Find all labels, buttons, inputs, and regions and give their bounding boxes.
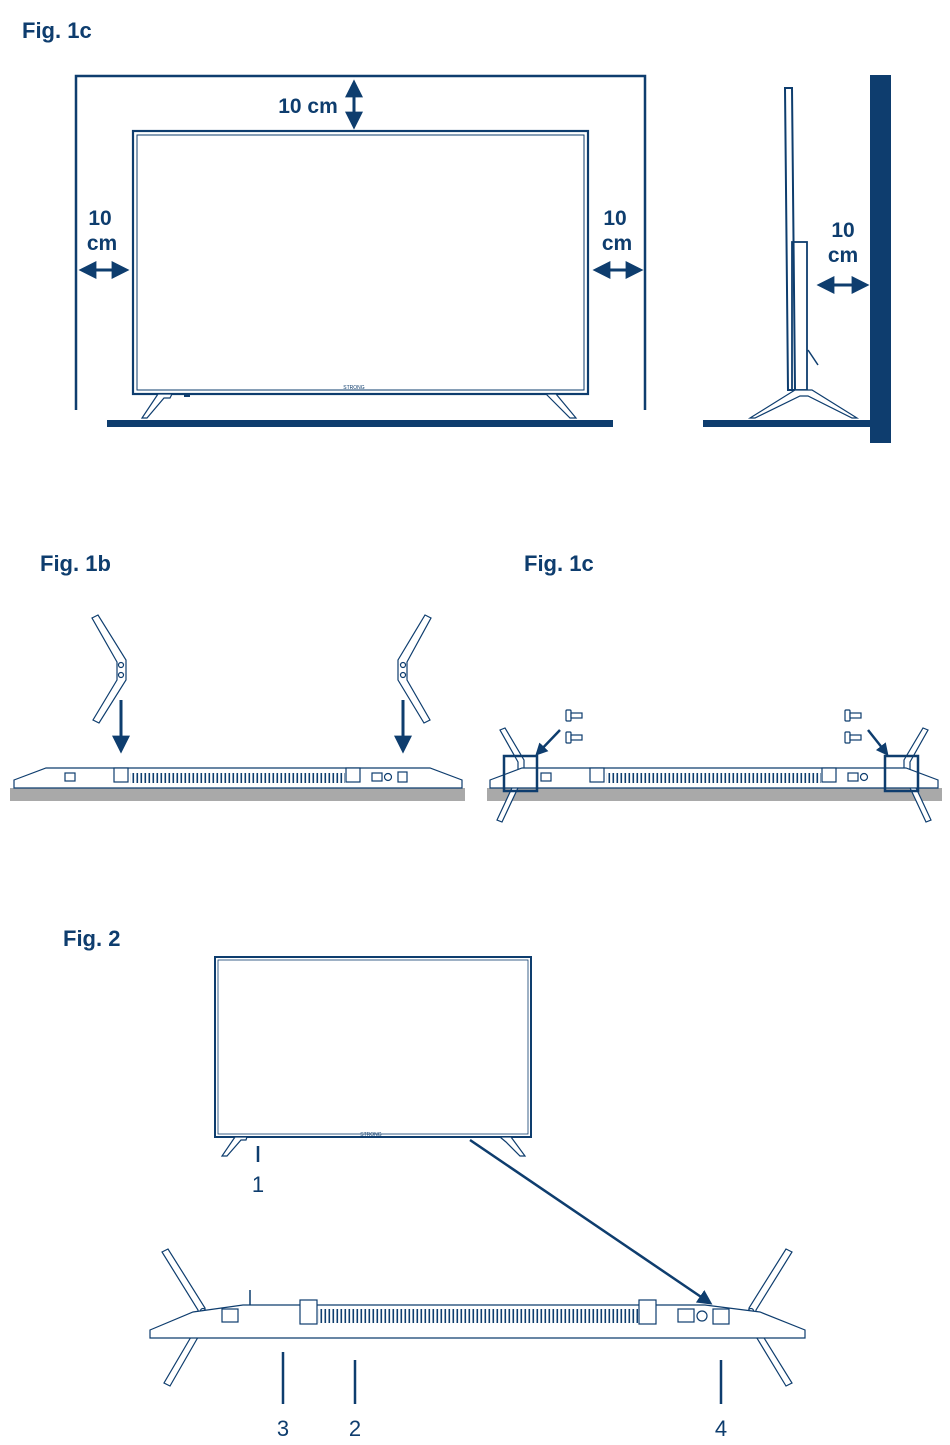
floor-line: [107, 420, 613, 427]
tv-front-small: STRONG: [215, 957, 531, 1156]
fig-stand-insert: Fig. 1b: [10, 551, 465, 801]
fig-connections: Fig. 2 STRONG 1: [63, 926, 805, 1441]
screws-right: [845, 710, 861, 743]
zoom-arrow: [470, 1140, 710, 1303]
side-floor-line: [703, 420, 873, 427]
screws-left: [566, 710, 582, 743]
callout-1: 1: [252, 1172, 264, 1197]
dim-left-value: 10: [88, 207, 111, 230]
svg-text:STRONG: STRONG: [360, 1132, 382, 1138]
tv-back-1c: [490, 768, 938, 788]
tv-back-1b: [14, 768, 462, 788]
fig-clearance-label: Fig. 1c: [22, 18, 92, 43]
left-foot: [142, 394, 172, 418]
table-surface-2: [487, 788, 942, 801]
dim-right-unit: cm: [602, 232, 632, 255]
fig-stand-screw-label: Fig. 1c: [524, 551, 594, 576]
dim-left-unit: cm: [87, 232, 117, 255]
fig-clearance: Fig. 1c STRONG 10 cm 10 cm 10 cm: [22, 18, 891, 443]
callout-4: 4: [715, 1416, 727, 1441]
screw-arrow-right: [868, 730, 887, 754]
tv-side-view: [703, 75, 891, 443]
fig-stand-screw: Fig. 1c: [487, 551, 942, 822]
dim-side-value: 10: [831, 219, 854, 242]
callout-2: 2: [349, 1416, 361, 1441]
dim-top-text: 10 cm: [278, 95, 338, 118]
tv-back-large: [150, 1249, 805, 1386]
callout-3: 3: [277, 1416, 289, 1441]
screw-arrow-left: [537, 730, 560, 754]
table-surface: [10, 788, 465, 801]
fig-connections-label: Fig. 2: [63, 926, 120, 951]
right-foot: [546, 394, 576, 418]
wall: [870, 75, 891, 443]
port-box: [713, 1309, 729, 1324]
clearance-frame: [76, 76, 645, 410]
dim-side-unit: cm: [828, 244, 858, 267]
brand-logo: STRONG: [343, 385, 365, 391]
dim-right-value: 10: [603, 207, 626, 230]
fig-stand-insert-label: Fig. 1b: [40, 551, 111, 576]
tv-front: STRONG: [133, 131, 588, 418]
